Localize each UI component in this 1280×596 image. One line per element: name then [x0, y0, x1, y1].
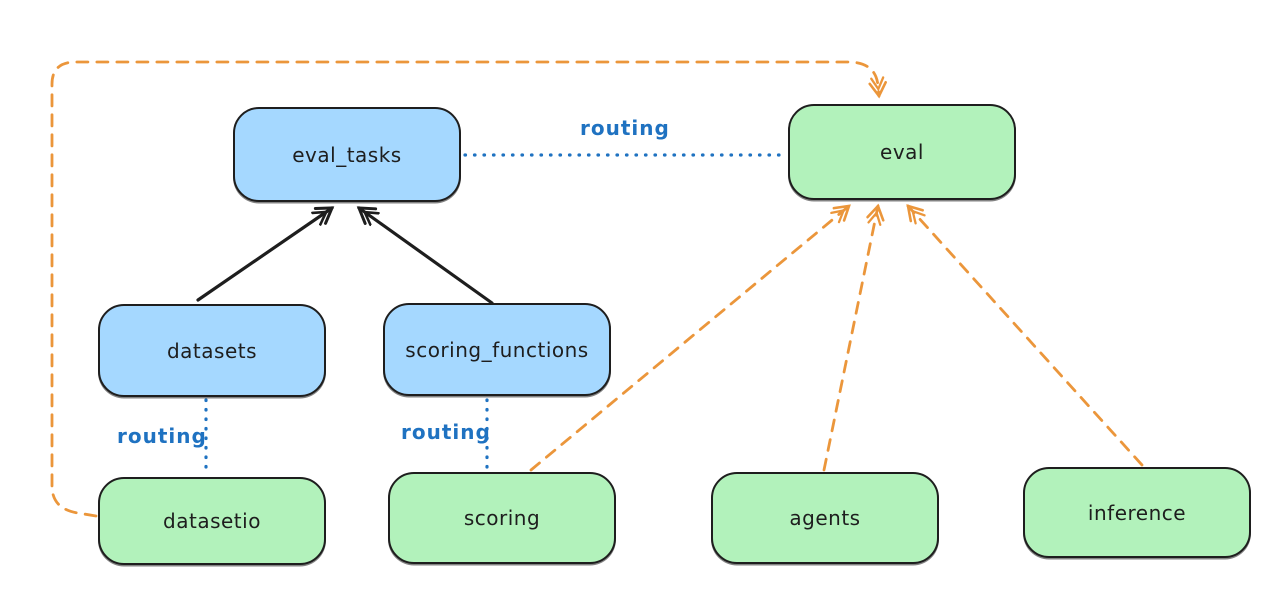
node-datasets: datasets — [98, 304, 326, 397]
routing-label-eval_tasks-eval: routing — [580, 116, 670, 140]
edge-datasets-to-eval_tasks — [196, 206, 332, 302]
edge-scoring_functions-to-eval_tasks — [359, 208, 494, 305]
edge-datasetio-to-eval — [50, 60, 887, 518]
node-eval_tasks: eval_tasks — [233, 107, 461, 202]
node-eval-label: eval — [880, 140, 924, 164]
node-agents: agents — [711, 472, 939, 564]
node-datasets-label: datasets — [166, 338, 258, 363]
node-inference-label: inference — [1087, 500, 1187, 525]
node-inference: inference — [1023, 467, 1251, 558]
node-scoring_functions: scoring_functions — [383, 303, 611, 396]
node-eval: eval — [788, 104, 1016, 200]
edge-inference-to-eval — [906, 204, 1144, 467]
node-eval_tasks-label: eval_tasks — [292, 142, 402, 167]
node-datasetio-label: datasetio — [163, 509, 261, 533]
edge-agents-to-eval — [822, 203, 885, 472]
routing-label-datasets-datasetio: routing — [117, 424, 207, 448]
node-agents-label: agents — [789, 506, 861, 530]
node-datasetio: datasetio — [98, 477, 326, 565]
node-scoring: scoring — [388, 472, 616, 564]
node-scoring_functions-label: scoring_functions — [405, 337, 589, 362]
routing-label-scoring_functions-scoring: routing — [401, 420, 491, 444]
edge-scoring-to-eval — [529, 204, 851, 472]
node-scoring-label: scoring — [463, 506, 541, 530]
